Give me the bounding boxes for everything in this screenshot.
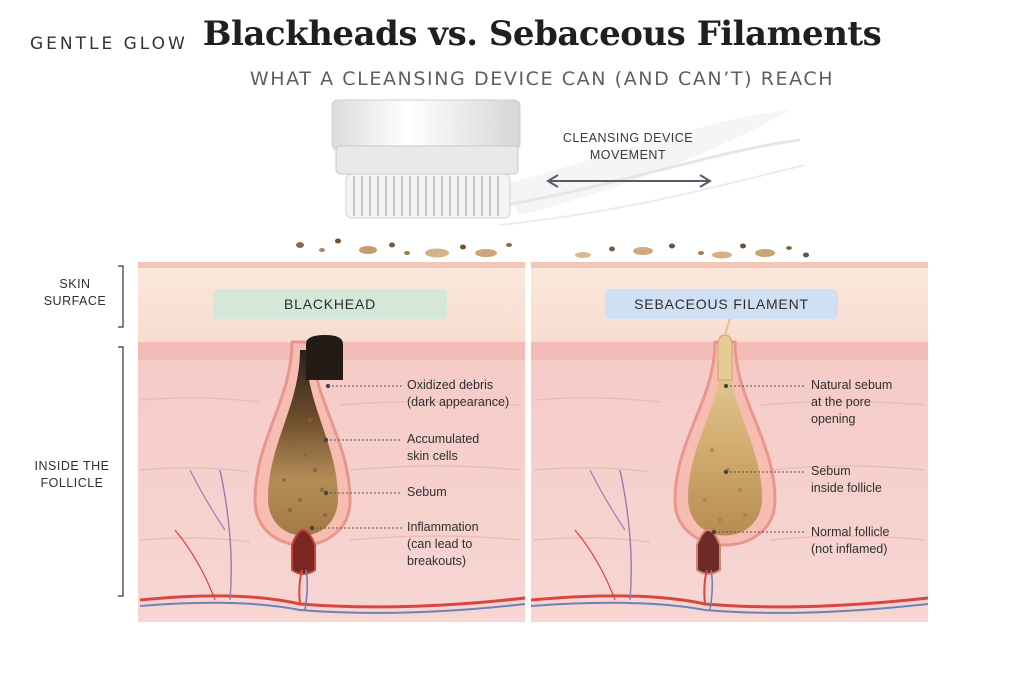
skin-surface-label: SKIN SURFACE bbox=[43, 277, 107, 308]
side-brackets bbox=[118, 265, 124, 597]
device-movement-label: CLEANSING DEVICE MOVEMENT bbox=[562, 131, 694, 162]
movement-arrow-icon bbox=[546, 174, 712, 188]
blackhead-badge: BLACKHEAD bbox=[213, 289, 447, 319]
debris-particles bbox=[296, 238, 809, 259]
annotation-accumulated-skin-cells: Accumulated skin cells bbox=[407, 432, 480, 463]
sebaceous-filament-panel bbox=[530, 262, 929, 622]
page-title: Blackheads vs. Sebaceous Filaments bbox=[202, 14, 882, 54]
annotation-oxidized-debris: Oxidized debris (dark appearance) bbox=[407, 378, 510, 409]
brand-logo: GENTLE GLOW bbox=[30, 34, 188, 54]
annotation-sebum: Sebum bbox=[407, 485, 447, 499]
sebaceous-filament-badge: SEBACEOUS FILAMENT bbox=[605, 289, 838, 319]
cleansing-device-illustration bbox=[331, 99, 806, 226]
panel-divider bbox=[525, 262, 531, 622]
annotation-sebum-inside-follicle: Sebum inside follicle bbox=[811, 464, 882, 495]
annotation-normal-follicle: Normal follicle (not inflamed) bbox=[811, 525, 890, 556]
annotation-inflammation: Inflammation (can lead to breakouts) bbox=[407, 520, 479, 568]
annotation-natural-sebum: Natural sebum at the pore opening bbox=[811, 378, 893, 426]
inside-follicle-label: INSIDE THE FOLLICLE bbox=[34, 459, 110, 490]
page-subtitle: WHAT A CLEANSING DEVICE CAN (AND CAN’T) … bbox=[249, 68, 835, 90]
